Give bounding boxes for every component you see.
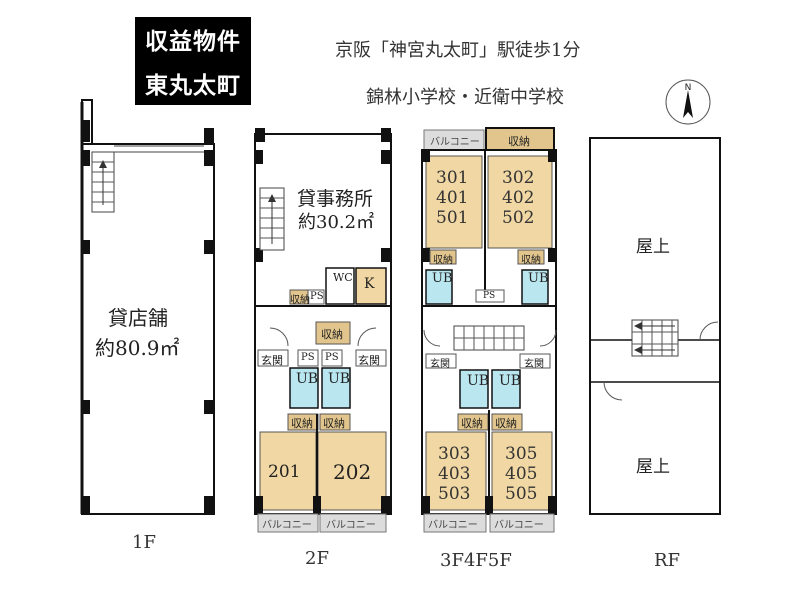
entrance-3f-left: 玄関 — [430, 359, 450, 370]
unit-303-403-503: 303 403 503 — [438, 444, 470, 504]
school-info: 錦林小学校・近衛中学校 — [366, 87, 564, 108]
property-tag-line2: 東丸太町 — [135, 61, 251, 105]
floor-label-2f: 2F — [305, 548, 329, 569]
unit-301-401-501: 301 401 501 — [436, 168, 468, 228]
entrance-2f-left: 玄関 — [261, 354, 283, 367]
storage-3f-bottom-right: 収納 — [495, 417, 517, 430]
storage-2f-center: 収納 — [321, 328, 343, 341]
unit-501: 501 — [436, 208, 469, 228]
office-2f-name: 貸事務所 — [297, 188, 374, 210]
floor-label-rf: RF — [654, 550, 681, 571]
storage-3f-bottom-left: 収納 — [461, 417, 483, 430]
ps-2f-small: PS — [310, 291, 324, 302]
property-tag-line1: 収益物件 — [135, 17, 251, 61]
balcony-3f-bottom-right: バルコニー — [494, 520, 544, 531]
unit-503: 503 — [438, 484, 471, 504]
unit-301: 301 — [436, 168, 469, 188]
balcony-3f-top: バルコニー — [430, 137, 480, 148]
room-1f-area: 約80.9㎡ — [95, 336, 180, 360]
unit-402: 402 — [502, 188, 535, 208]
ps-2f-right: PS — [325, 352, 339, 363]
unit-302-402-502: 302 402 502 — [502, 168, 534, 228]
unit-302: 302 — [502, 168, 535, 188]
balcony-3f-bottom-left: バルコニー — [428, 520, 478, 531]
unit-403: 403 — [438, 464, 471, 484]
kitchen-2f: K — [364, 276, 375, 292]
floor-label-1f: 1F — [132, 532, 156, 553]
compass-icon: N — [665, 79, 711, 125]
unit-505: 505 — [505, 484, 538, 504]
floor-label-3f4f5f: 3F4F5F — [440, 550, 512, 571]
unit-305: 305 — [505, 444, 538, 464]
balcony-2f-left: バルコニー — [262, 520, 312, 531]
entrance-3f-right: 玄関 — [524, 359, 544, 370]
roof-bottom: 屋上 — [636, 457, 670, 477]
unit-502: 502 — [502, 208, 535, 228]
unit-303: 303 — [438, 444, 471, 464]
storage-2f-right: 収納 — [323, 417, 345, 430]
unit-202: 202 — [333, 460, 372, 484]
room-1f-name: 貸店舗 — [108, 306, 168, 330]
ps-2f-left: PS — [301, 352, 315, 363]
storage-2f-small: 収納 — [290, 295, 310, 306]
balcony-2f-right: バルコニー — [326, 520, 376, 531]
entrance-2f-right: 玄関 — [358, 354, 380, 367]
ps-3f: PS — [483, 291, 496, 301]
unit-201: 201 — [268, 462, 301, 482]
storage-3f-top: 収納 — [508, 135, 530, 148]
unit-401: 401 — [436, 188, 469, 208]
office-2f-area: 約30.2㎡ — [298, 212, 375, 233]
station-info: 京阪「神宮丸太町」駅徒歩1分 — [335, 40, 581, 61]
roof-top: 屋上 — [636, 237, 670, 257]
storage-3f-right: 収納 — [521, 255, 541, 266]
storage-3f-left: 収納 — [433, 255, 453, 266]
storage-2f-left: 収納 — [291, 417, 313, 430]
compass-letter: N — [685, 83, 692, 93]
unit-405: 405 — [505, 464, 538, 484]
unit-305-405-505: 305 405 505 — [505, 444, 537, 504]
